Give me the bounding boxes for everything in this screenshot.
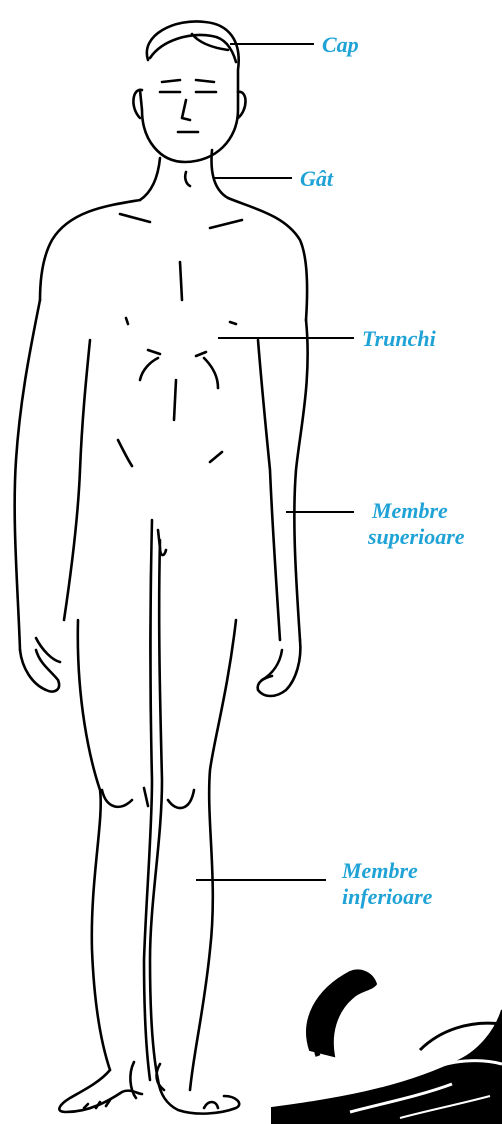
neck-right	[212, 150, 228, 198]
label-lower-limbs-line1: Membre	[342, 858, 432, 884]
label-neck: Gât	[300, 166, 333, 192]
knee-left	[102, 790, 132, 807]
label-upper-limbs-line2: superioare	[368, 524, 465, 550]
label-upper-limbs-line1: Membre	[372, 498, 465, 524]
knee-right	[168, 790, 194, 808]
hip-right	[210, 452, 222, 462]
arm-right-inner	[258, 340, 280, 640]
arm-right-outer	[294, 320, 307, 640]
leg-left-outer	[78, 620, 110, 1070]
arm-left-outer	[15, 300, 40, 650]
label-upper-limbs: Membre superioare	[372, 498, 465, 550]
label-head: Cap	[322, 32, 359, 58]
arm-left-inner	[64, 340, 90, 620]
hip-left	[118, 440, 132, 466]
clavicle-left	[120, 214, 150, 222]
neck-left	[140, 158, 160, 200]
nipple-right	[230, 322, 236, 324]
leg-right-outer	[190, 620, 236, 1090]
nipple-left	[126, 318, 128, 324]
clavicle-right	[210, 220, 242, 228]
foot-right	[158, 1080, 239, 1114]
sternum	[180, 262, 182, 300]
groin	[158, 530, 166, 555]
hand-left	[20, 650, 59, 692]
label-lower-limbs-line2: inferioare	[342, 884, 432, 910]
nose	[182, 100, 190, 120]
hand-right	[258, 640, 301, 696]
cat-illustration	[272, 971, 502, 1124]
label-trunk: Trunchi	[362, 326, 436, 352]
label-lower-limbs: Membre inferioare	[342, 858, 432, 910]
shoulder-right	[228, 198, 307, 320]
